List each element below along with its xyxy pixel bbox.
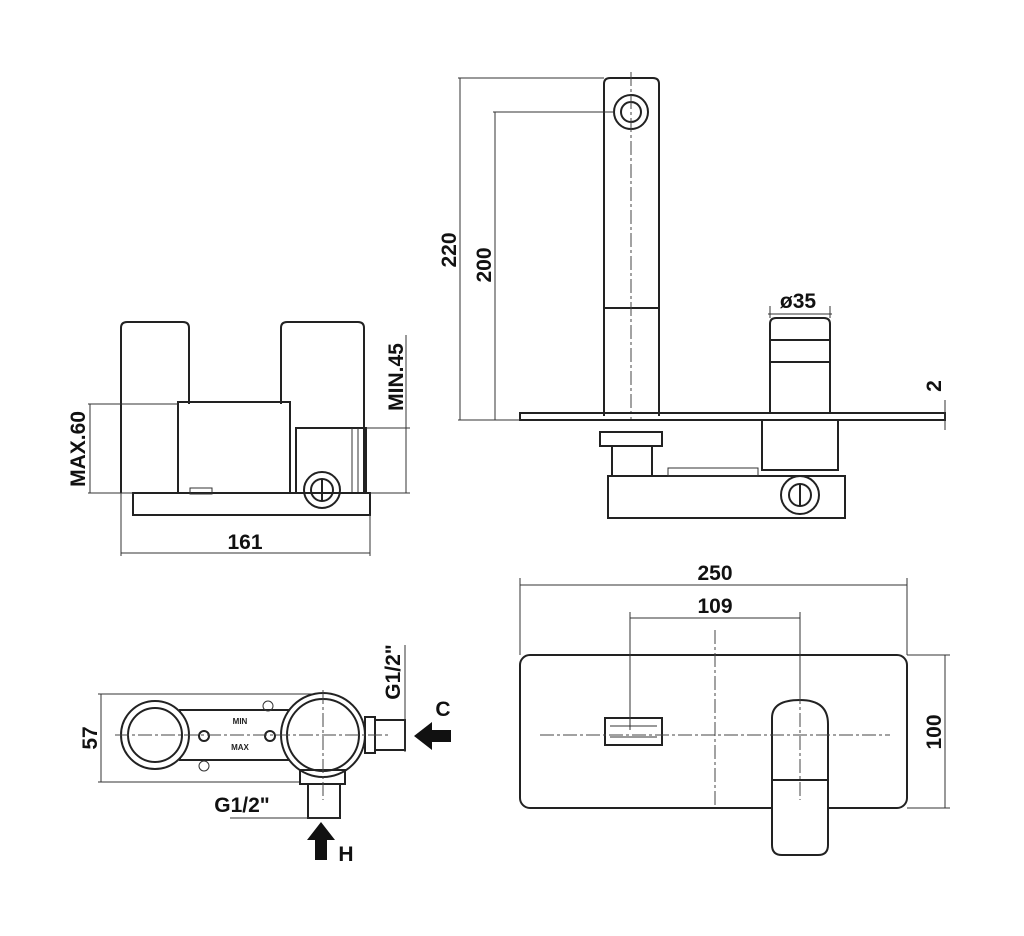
cold-label: C <box>435 698 450 721</box>
side-view: MAX.60 MIN.45 161 <box>67 321 410 556</box>
width-250-label: 250 <box>697 562 732 585</box>
distance-109-label: 109 <box>697 595 732 618</box>
hot-inlet-size-label: G1/2" <box>214 794 269 817</box>
max-label: MAX <box>231 743 249 752</box>
width-161-label: 161 <box>227 531 262 554</box>
front-view: 220 200 ø35 2 <box>438 72 946 519</box>
outlet-fitting-icon <box>303 471 341 509</box>
cold-inlet-arrow-icon <box>414 722 451 750</box>
plate-view: 250 109 100 <box>519 562 950 856</box>
thickness-2-label: 2 <box>923 380 946 392</box>
max-depth-label: MAX.60 <box>67 411 90 487</box>
diameter-35-label: ø35 <box>780 290 817 313</box>
depth-57-label: 57 <box>79 726 102 749</box>
hot-label: H <box>338 843 353 866</box>
min-depth-label: MIN.45 <box>385 343 408 411</box>
height-100-label: 100 <box>923 714 946 749</box>
hot-inlet-arrow-icon <box>307 822 335 860</box>
height-200-label: 200 <box>473 247 496 282</box>
height-220-label: 220 <box>438 232 461 267</box>
cold-inlet-size-label: G1/2" <box>382 644 405 699</box>
top-view: MIN MAX 57 G1/2" G1/2" C H <box>79 644 451 866</box>
min-label: MIN <box>233 717 248 726</box>
